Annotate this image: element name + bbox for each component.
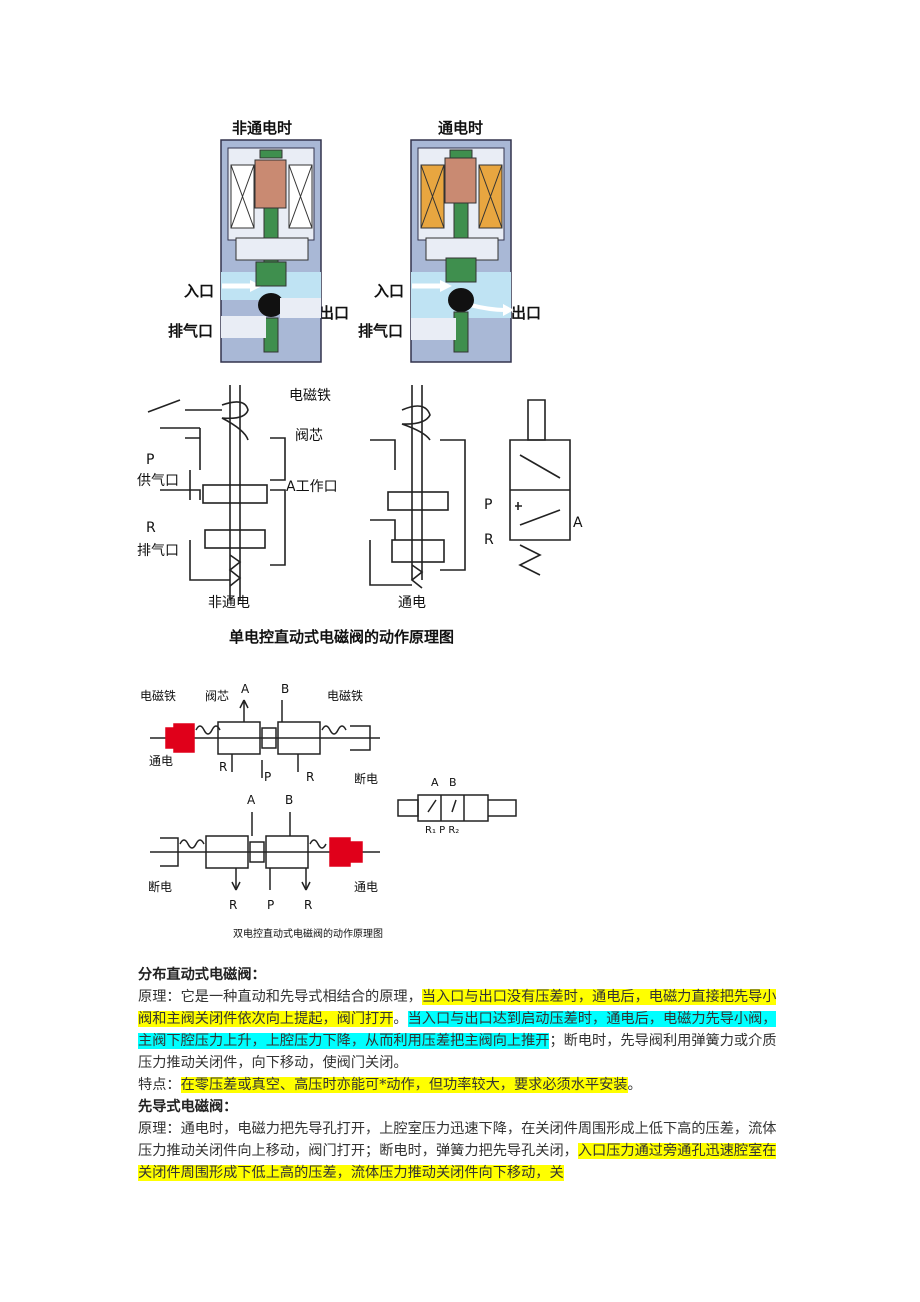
caption-single-control: 单电控直动式电磁阀的动作原理图: [229, 628, 455, 646]
features-highlight: 在零压差或真空、高压时亦能可*动作，但功率较大，要求必须水平安装: [180, 1077, 628, 1093]
features-suffix: 。: [627, 1077, 642, 1093]
principle-1-suffix: ；断电时，先导阀利用弹簧力或介质压力推动关闭件，向下移动，使阀门关闭。: [138, 1033, 777, 1071]
label-exhaust: 排气口: [137, 543, 179, 559]
label-sym-p: P: [484, 497, 493, 513]
label-electromagnet-right: 电磁铁: [327, 689, 364, 703]
label-sym-a: A: [573, 515, 583, 531]
label-r1-top: R: [219, 760, 228, 774]
principle-1-prefix: 原理：它是一种直动和先导式相结合的原理，: [138, 989, 422, 1005]
label-outlet-left: 出口: [319, 304, 350, 322]
label-b-bot: B: [285, 793, 294, 807]
label-outlet-right: 出口: [511, 304, 542, 322]
label-r: R: [146, 520, 156, 536]
label-inlet-right: 入口: [374, 282, 405, 300]
label-work-port: A工作口: [286, 479, 338, 495]
label-spool: 阀芯: [295, 428, 323, 444]
valve-deenergized: [220, 139, 322, 363]
label-a-bot: A: [247, 793, 256, 807]
label-electromagnet: 电磁铁: [289, 388, 331, 404]
heading-pilot-operated: 先导式电磁阀：: [138, 1099, 238, 1115]
label-sym-b: B: [449, 776, 457, 789]
label-r2-bot: R: [304, 898, 313, 912]
document-text: 分布直动式电磁阀： 原理：它是一种直动和先导式相结合的原理，当入口与出口没有压差…: [138, 964, 784, 1184]
label-supply: 供气口: [137, 473, 179, 489]
caption-double-control: 双电控直动式电磁阀的动作原理图: [233, 929, 383, 940]
label-sym-a: A: [431, 776, 439, 789]
label-deenergized-bot: 断电: [148, 880, 173, 894]
label-electromagnet-left: 电磁铁: [140, 689, 177, 703]
paragraph-features: 特点：在零压差或真空、高压时亦能可*动作，但功率较大，要求必须水平安装。: [138, 1074, 784, 1096]
features-prefix: 特点：: [138, 1077, 181, 1093]
principle-1-mid: 。: [393, 1011, 408, 1027]
label-a-top: A: [241, 682, 250, 696]
label-p: P: [146, 452, 155, 468]
label-sym-ports: R₁ P R₂: [425, 825, 460, 836]
principle-2-prefix: 原理：通电时，电磁力把先导孔打开，上腔室压力迅速下降，在关闭件周围形成上低下高的…: [138, 1121, 777, 1159]
label-inlet-left: 入口: [184, 282, 215, 300]
valve-energized: [410, 139, 514, 363]
label-p-top: P: [264, 770, 272, 784]
label-exhaust-left: 排气口: [168, 322, 214, 340]
label-deenergized-top: 断电: [354, 772, 379, 786]
label-spool-top: 阀芯: [205, 689, 230, 703]
label-energized: 通电时: [438, 119, 484, 137]
label-deenergized: 非通电时: [232, 119, 293, 137]
label-energized-bot: 通电: [354, 880, 379, 894]
label-p-bot: P: [267, 898, 275, 912]
paragraph-principle-2: 原理：通电时，电磁力把先导孔打开，上腔室压力迅速下降，在关闭件周围形成上低下高的…: [138, 1118, 784, 1184]
label-exhaust-right: 排气口: [358, 322, 404, 340]
label-energized-top: 通电: [149, 754, 174, 768]
heading-distributed-direct: 分布直动式电磁阀：: [138, 967, 266, 983]
label-sym-r: R: [484, 532, 494, 548]
label-on: 通电: [398, 595, 426, 611]
paragraph-principle-1: 原理：它是一种直动和先导式相结合的原理，当入口与出口没有压差时，通电后，电磁力直…: [138, 986, 784, 1074]
label-r1-bot: R: [229, 898, 238, 912]
label-b-top: B: [281, 682, 290, 696]
label-r2-top: R: [306, 770, 315, 784]
